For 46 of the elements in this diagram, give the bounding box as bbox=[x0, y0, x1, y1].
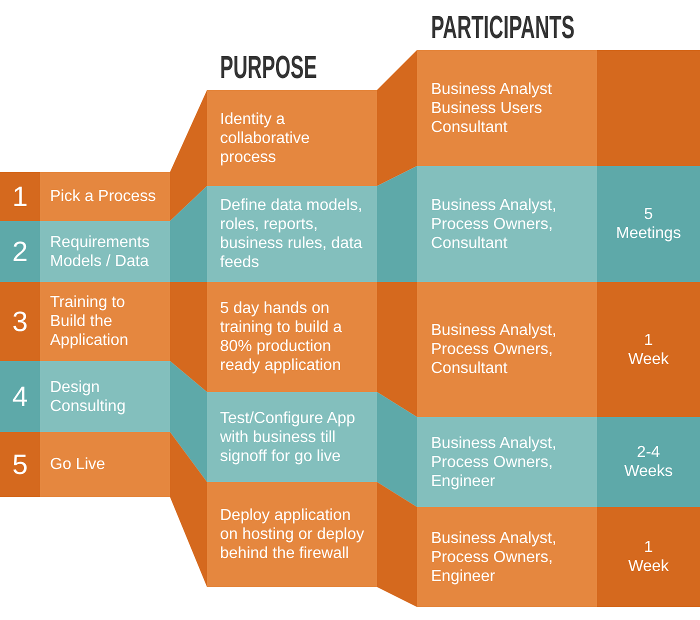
participants-panel bbox=[417, 166, 597, 282]
step-band bbox=[0, 172, 170, 221]
step-number: 5 bbox=[0, 432, 40, 497]
step-band bbox=[0, 282, 170, 361]
purpose-panel bbox=[207, 90, 377, 186]
column-heading: PARTICIPANTS bbox=[431, 11, 575, 43]
purpose-text: Define data models, roles, reports, business rules, data feeds bbox=[220, 196, 364, 272]
step-number: 2 bbox=[0, 221, 40, 282]
purpose-text: 5 day hands on training to build a 80% production ready application bbox=[220, 299, 343, 375]
step-label: Design Consulting bbox=[50, 378, 127, 416]
participants-text: Business Analyst, Process Owners, Engineer bbox=[431, 434, 558, 490]
duration-panel bbox=[597, 507, 700, 607]
participants-text: Business Analyst, Process Owners, Consultant bbox=[431, 196, 558, 252]
purpose-panel bbox=[207, 282, 377, 392]
duration-text: 2-4 Weeks bbox=[624, 443, 673, 481]
duration-panel bbox=[597, 417, 700, 507]
duration-text: 5 Meetings bbox=[616, 205, 681, 243]
participants-panel bbox=[417, 507, 597, 607]
duration-panel bbox=[597, 166, 700, 282]
step-label: Training to Build the Application bbox=[50, 293, 130, 350]
purpose-text: Identity a collaborative process bbox=[220, 110, 311, 166]
column-heading: PURPOSE bbox=[220, 51, 318, 83]
step-band bbox=[0, 432, 170, 497]
participants-panel bbox=[417, 417, 597, 507]
duration-panel bbox=[597, 282, 700, 417]
duration-panel bbox=[597, 50, 700, 166]
step-label: Requirements Models / Data bbox=[50, 232, 151, 270]
duration-text: 1 Week bbox=[628, 330, 669, 368]
step-number: 4 bbox=[0, 361, 40, 432]
participants-text: Business Analyst, Process Owners, Engineer bbox=[431, 528, 558, 586]
step-band bbox=[0, 221, 170, 282]
step-number: 1 bbox=[0, 172, 40, 221]
purpose-panel bbox=[207, 482, 377, 587]
participants-panel bbox=[417, 282, 597, 417]
purpose-text: Deploy application on hosting or deploy behind the firewall bbox=[220, 506, 366, 563]
step-number: 3 bbox=[0, 282, 40, 361]
purpose-panel bbox=[207, 186, 377, 282]
duration-text: 1 Week bbox=[628, 538, 669, 576]
step-band bbox=[0, 361, 170, 432]
participants-text: Business Analyst, Process Owners, Consultant bbox=[431, 321, 558, 378]
purpose-text: Test/Configure App with business till signoff for go live bbox=[220, 408, 356, 466]
participants-text: Business Analyst Business Users Consultant bbox=[431, 80, 553, 136]
step-label: Pick a Process bbox=[50, 187, 157, 206]
participants-panel bbox=[417, 50, 597, 166]
step-label: Go Live bbox=[50, 455, 106, 474]
purpose-panel bbox=[207, 392, 377, 482]
